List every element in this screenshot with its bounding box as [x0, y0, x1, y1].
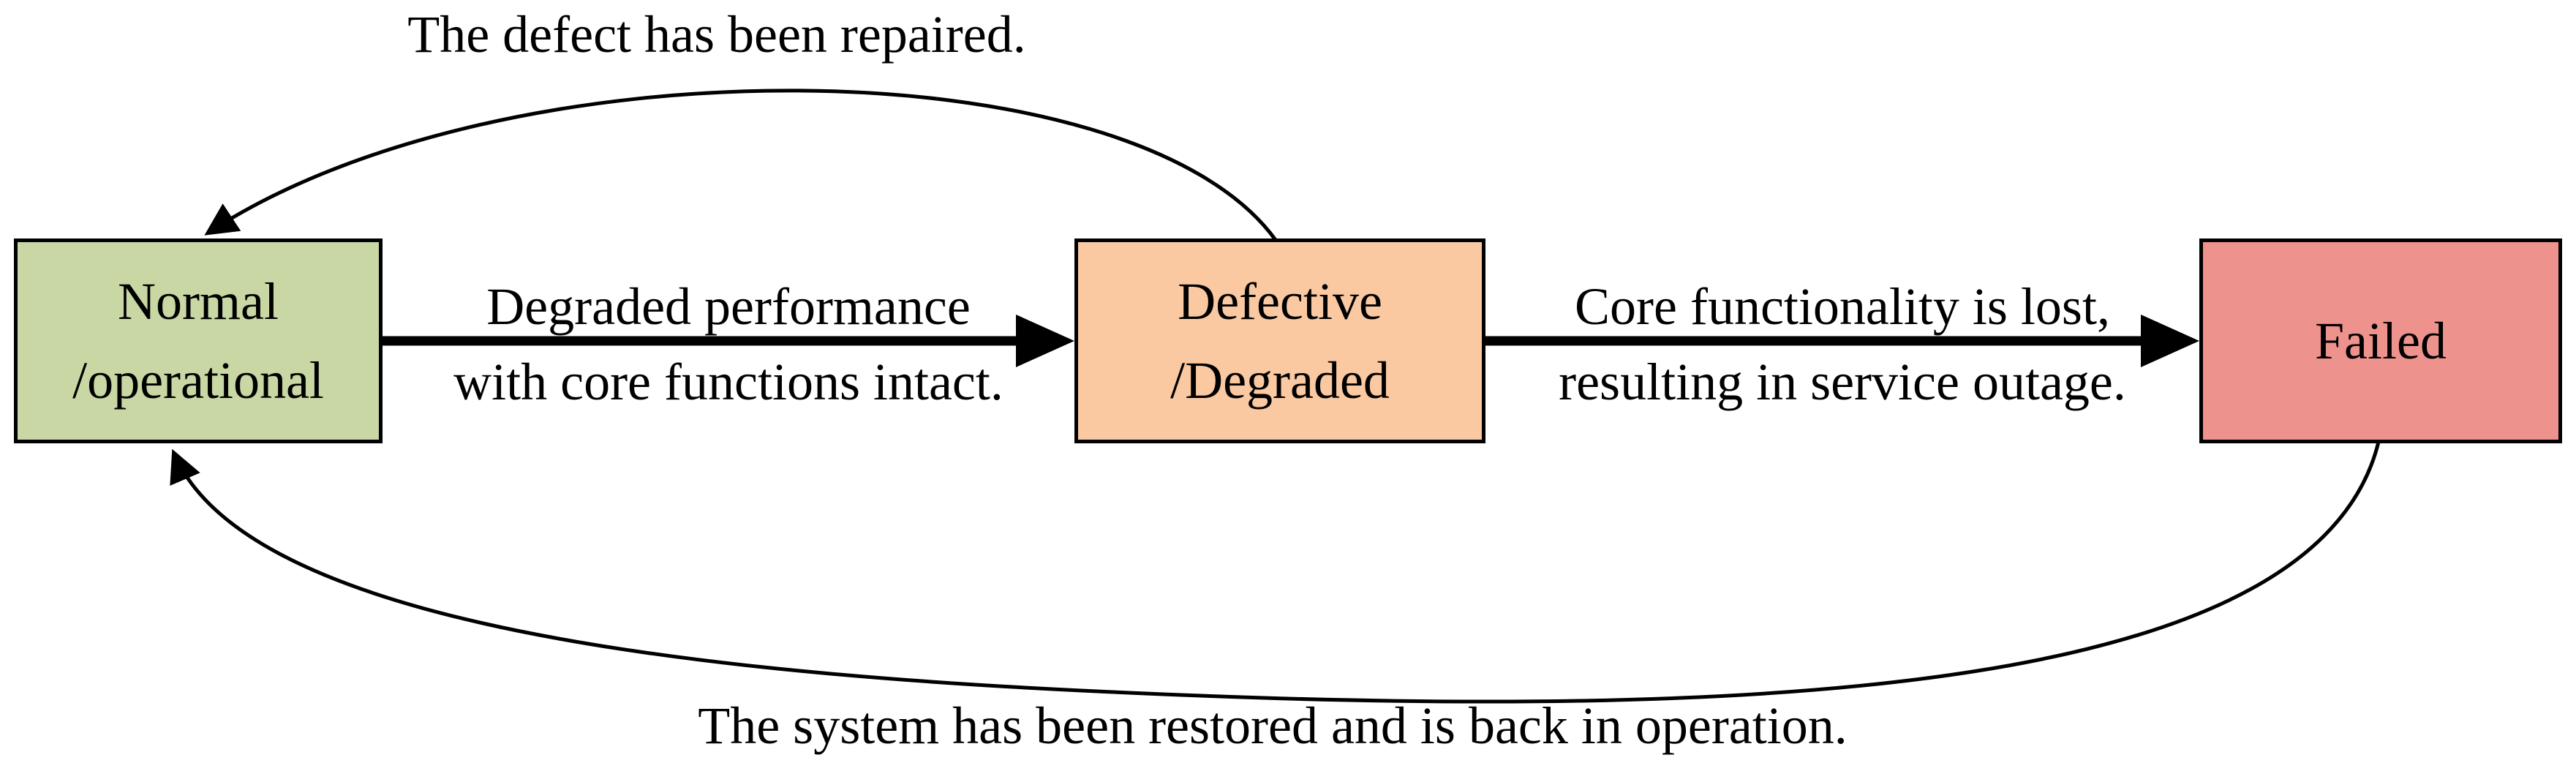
- arrowhead-normal-to-defective-icon: [1016, 315, 1074, 367]
- state-box-failed: [2199, 238, 2562, 443]
- arrowhead-defective-to-failed-icon: [2141, 315, 2199, 367]
- state-box-normal: [14, 238, 383, 443]
- transition-curve-defective-to-normal: [204, 89, 1278, 241]
- state-box-defective: [1074, 238, 1485, 443]
- transition-curve-failed-to-normal: [170, 441, 2381, 704]
